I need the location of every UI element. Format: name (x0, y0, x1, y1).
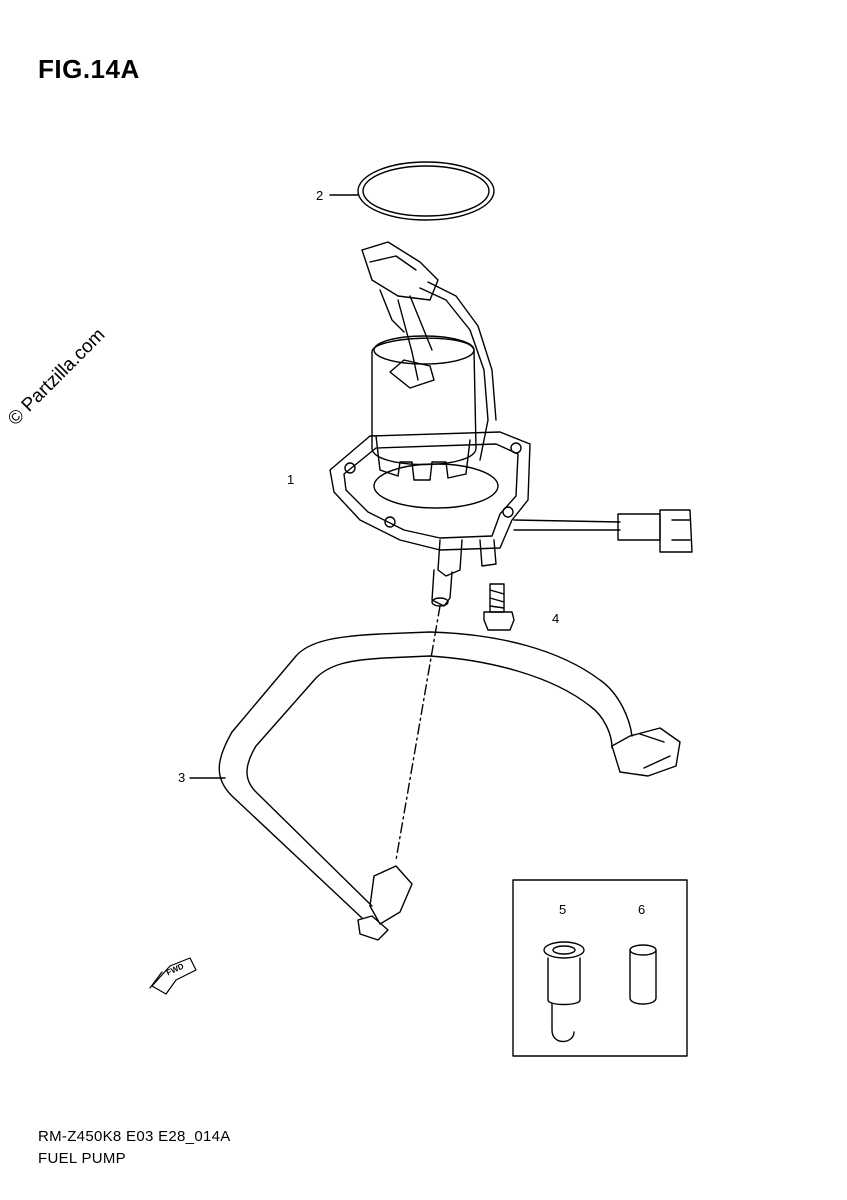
bolt (483, 583, 515, 631)
o-ring (329, 161, 495, 221)
part-name: FUEL PUMP (38, 1150, 126, 1167)
callout-4: 4 (552, 611, 560, 626)
callout-3: 3 (178, 770, 186, 785)
model-code: RM-Z450K8 E03 E28_014A (38, 1128, 231, 1145)
inset-box (512, 879, 688, 1057)
callout-6: 6 (638, 902, 646, 917)
figure-title: FIG.14A (38, 54, 140, 84)
fuel-hose (189, 631, 681, 941)
callout-1: 1 (287, 472, 295, 487)
forward-arrow-icon (149, 957, 197, 995)
fuel-pump-assembly (329, 241, 693, 607)
callout-5: 5 (559, 902, 567, 917)
callout-2: 2 (316, 188, 324, 203)
